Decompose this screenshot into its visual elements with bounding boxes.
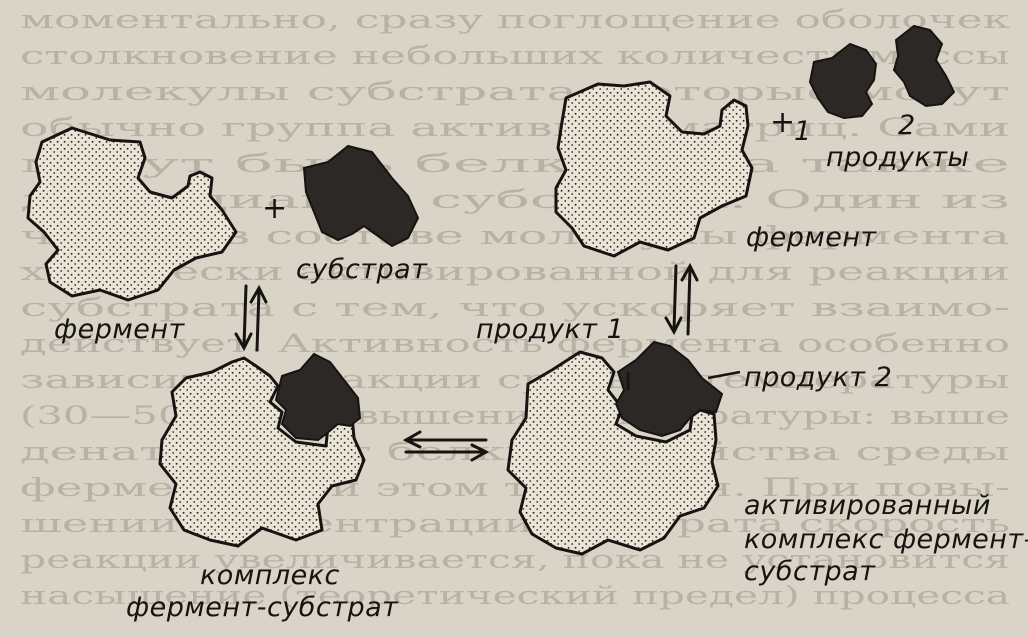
complex-label-line2: фермент-субстрат: [126, 594, 398, 621]
substrate-label: субстрат: [296, 256, 427, 283]
product-number-1: 1: [794, 118, 812, 145]
product-number-2: 2: [898, 112, 916, 139]
activated-label-line1: активированный: [744, 492, 991, 519]
background-text-line: моментально, сразу поглощение оболочек: [20, 5, 1011, 34]
enzyme-label-right: фермент: [746, 224, 877, 251]
complex-label-line1: комплекс: [200, 562, 340, 589]
enzyme-label-left: фермент: [54, 316, 185, 343]
plus-sign-left: +: [262, 194, 287, 224]
products-label: продукты: [826, 144, 969, 171]
activated-label-line2: комплекс фермент–: [744, 526, 1028, 553]
product1-label: продукт 1: [476, 316, 624, 343]
background-text-line: (30—50 °C). Повышение температуры: выше: [20, 401, 1010, 430]
plus-sign-right: +: [770, 108, 795, 138]
background-text-line: обычно группа активных матриц. Сами: [20, 113, 1010, 142]
product2-label: продукт 2: [744, 364, 892, 391]
activated-label-line3: субстрат: [744, 558, 875, 585]
